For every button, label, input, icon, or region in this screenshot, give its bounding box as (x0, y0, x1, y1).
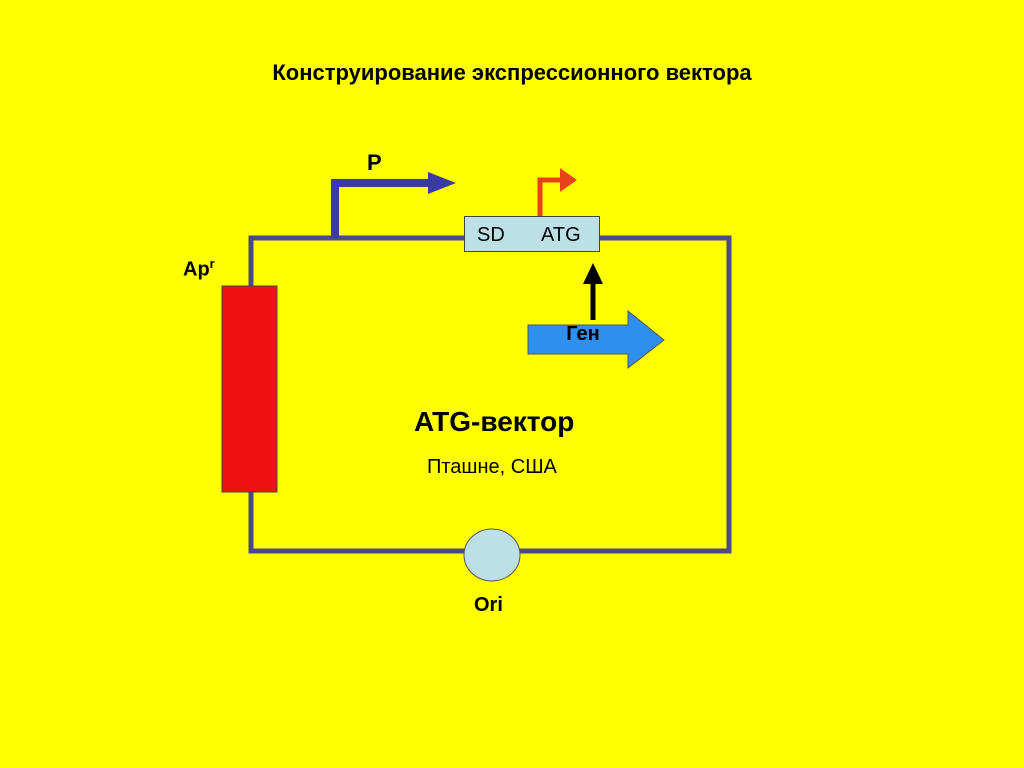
start-arrow-head (560, 168, 577, 192)
promoter-arrow (331, 179, 430, 238)
vector-backbone (248, 235, 732, 554)
ampr-label: Apr (183, 256, 215, 282)
insertion-arrow-head (583, 263, 603, 284)
sd-label: SD (477, 224, 505, 246)
atg-label: ATG (541, 224, 581, 246)
sd-atg-box: SD ATG (464, 216, 600, 252)
gene-arrow (527, 309, 665, 370)
promoter-label: P (367, 150, 382, 175)
ampr-label-sup: r (209, 256, 215, 271)
start-arrow (537, 177, 562, 216)
ampr-label-text: Ap (183, 258, 210, 281)
vector-name: ATG-вектор (414, 406, 575, 437)
promoter-arrow-head (428, 172, 456, 194)
gene-label: Ген (566, 323, 600, 345)
ampr-block (221, 285, 278, 493)
ori-label: Ori (474, 594, 503, 616)
vector-author: Пташне, США (427, 456, 557, 478)
ori-circle (463, 528, 521, 582)
diagram-title: Конструирование экспрессионного вектора (272, 60, 752, 85)
